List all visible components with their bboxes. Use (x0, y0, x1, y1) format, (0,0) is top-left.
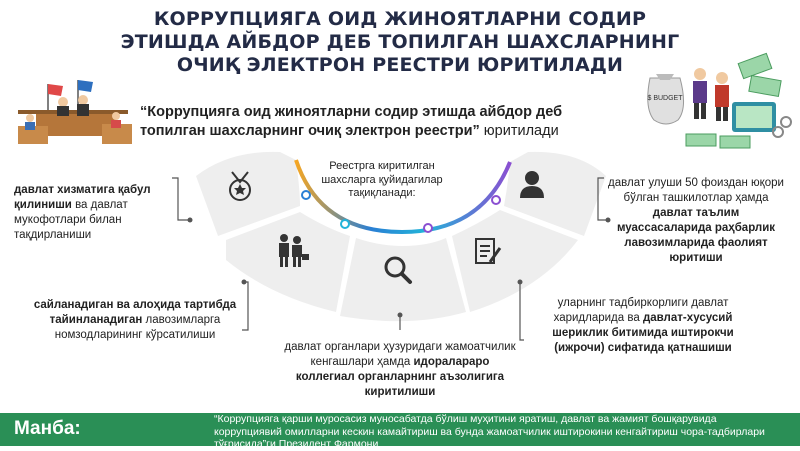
center-label: Реестрга киритилган шахсларга қуйидагила… (321, 160, 443, 199)
item-public-procurement-bold: давлат-хусусий шериклик битимида иштирок… (552, 312, 734, 354)
item-elected-positions-rest: лавозимларга номзодларининг кўрсатилиши (54, 314, 221, 341)
connector-1 (172, 177, 190, 221)
item-civil-service-bold: давлат хизматига қабул қилиниши (14, 184, 151, 211)
item-elected-positions: сайланадиган ва алоҳида тартибда тайинла… (30, 298, 240, 343)
item-public-councils-pre: давлат органлари ҳузуридаги жамоатчилик … (284, 341, 516, 368)
medal-icon (229, 171, 251, 201)
source-text: “Коррупцияга қарши муросасиз муносабатда… (214, 413, 765, 450)
quote-bold: “Коррупцияга оид жиноятларни содир этишд… (140, 104, 563, 139)
person-icon (520, 171, 544, 198)
gradient-arc (294, 159, 512, 235)
document-pen-icon (475, 238, 502, 264)
item-civil-service: давлат хизматига қабул қилиниши ва давла… (14, 183, 174, 243)
arc-dot-left (301, 190, 311, 200)
item-state-organizations-pre: давлат улуши 50 фоиздан юқори бўлган таш… (608, 177, 784, 204)
page-title: КОРРУПЦИЯГА ОИД ЖИНОЯТЛАРНИ СОДИР ЭТИШДА… (100, 8, 700, 77)
item-public-councils-bold: идоралараро коллегиал органларнинг аъзол… (295, 356, 505, 398)
title-line-2: ЭТИШДА АЙБДОР ДЕБ ТОПИЛГАН ШАХСЛАРНИНГ (120, 31, 680, 53)
item-civil-service-rest: ва давлат мукофотлари билан тақдирланиши (14, 199, 128, 241)
arc-dot-center-left (340, 219, 350, 229)
segment-1 (196, 151, 300, 236)
segment-3 (340, 238, 466, 322)
quote-rest: юритилади (479, 123, 559, 139)
item-state-organizations-bold: давлат таълим муассасаларида раҳбарлик л… (616, 207, 776, 264)
connector-5 (597, 177, 608, 221)
money-bag-label: $ BUDGET (647, 95, 683, 102)
item-public-procurement-pre: уларнинг тадбиркорлиги давлат харидларид… (553, 297, 729, 324)
item-public-councils: давлат органлари ҳузуридаги жамоатчилик … (280, 340, 520, 400)
registry-quote: “Коррупцияга оид жиноятларни содир этишд… (140, 103, 610, 141)
arc-dot-center-right (423, 223, 433, 233)
title-line-3: ОЧИҚ ЭЛЕКТРОН РЕЕСТРИ ЮРИТИЛАДИ (176, 54, 624, 76)
segment-4 (452, 210, 578, 312)
title-line-1: КОРРУПЦИЯГА ОИД ЖИНОЯТЛАРНИ СОДИР (153, 8, 647, 30)
item-state-organizations: давлат улуши 50 фоиздан юқори бўлган таш… (608, 176, 784, 266)
business-people-icon (279, 234, 309, 267)
magnifier-icon (384, 256, 412, 284)
source-label: Манба: (0, 414, 142, 444)
courtroom-illustration (8, 76, 138, 146)
connector-4 (519, 282, 524, 341)
item-elected-positions-bold: сайланадиган ва алоҳида тартибда тайинла… (33, 299, 237, 326)
item-public-procurement: уларнинг тадбиркорлиги давлат харидларид… (528, 296, 758, 356)
connector-2 (242, 281, 249, 331)
arc-dot-right (491, 195, 501, 205)
money-thieves-illustration: $ BUDGET (647, 52, 792, 149)
